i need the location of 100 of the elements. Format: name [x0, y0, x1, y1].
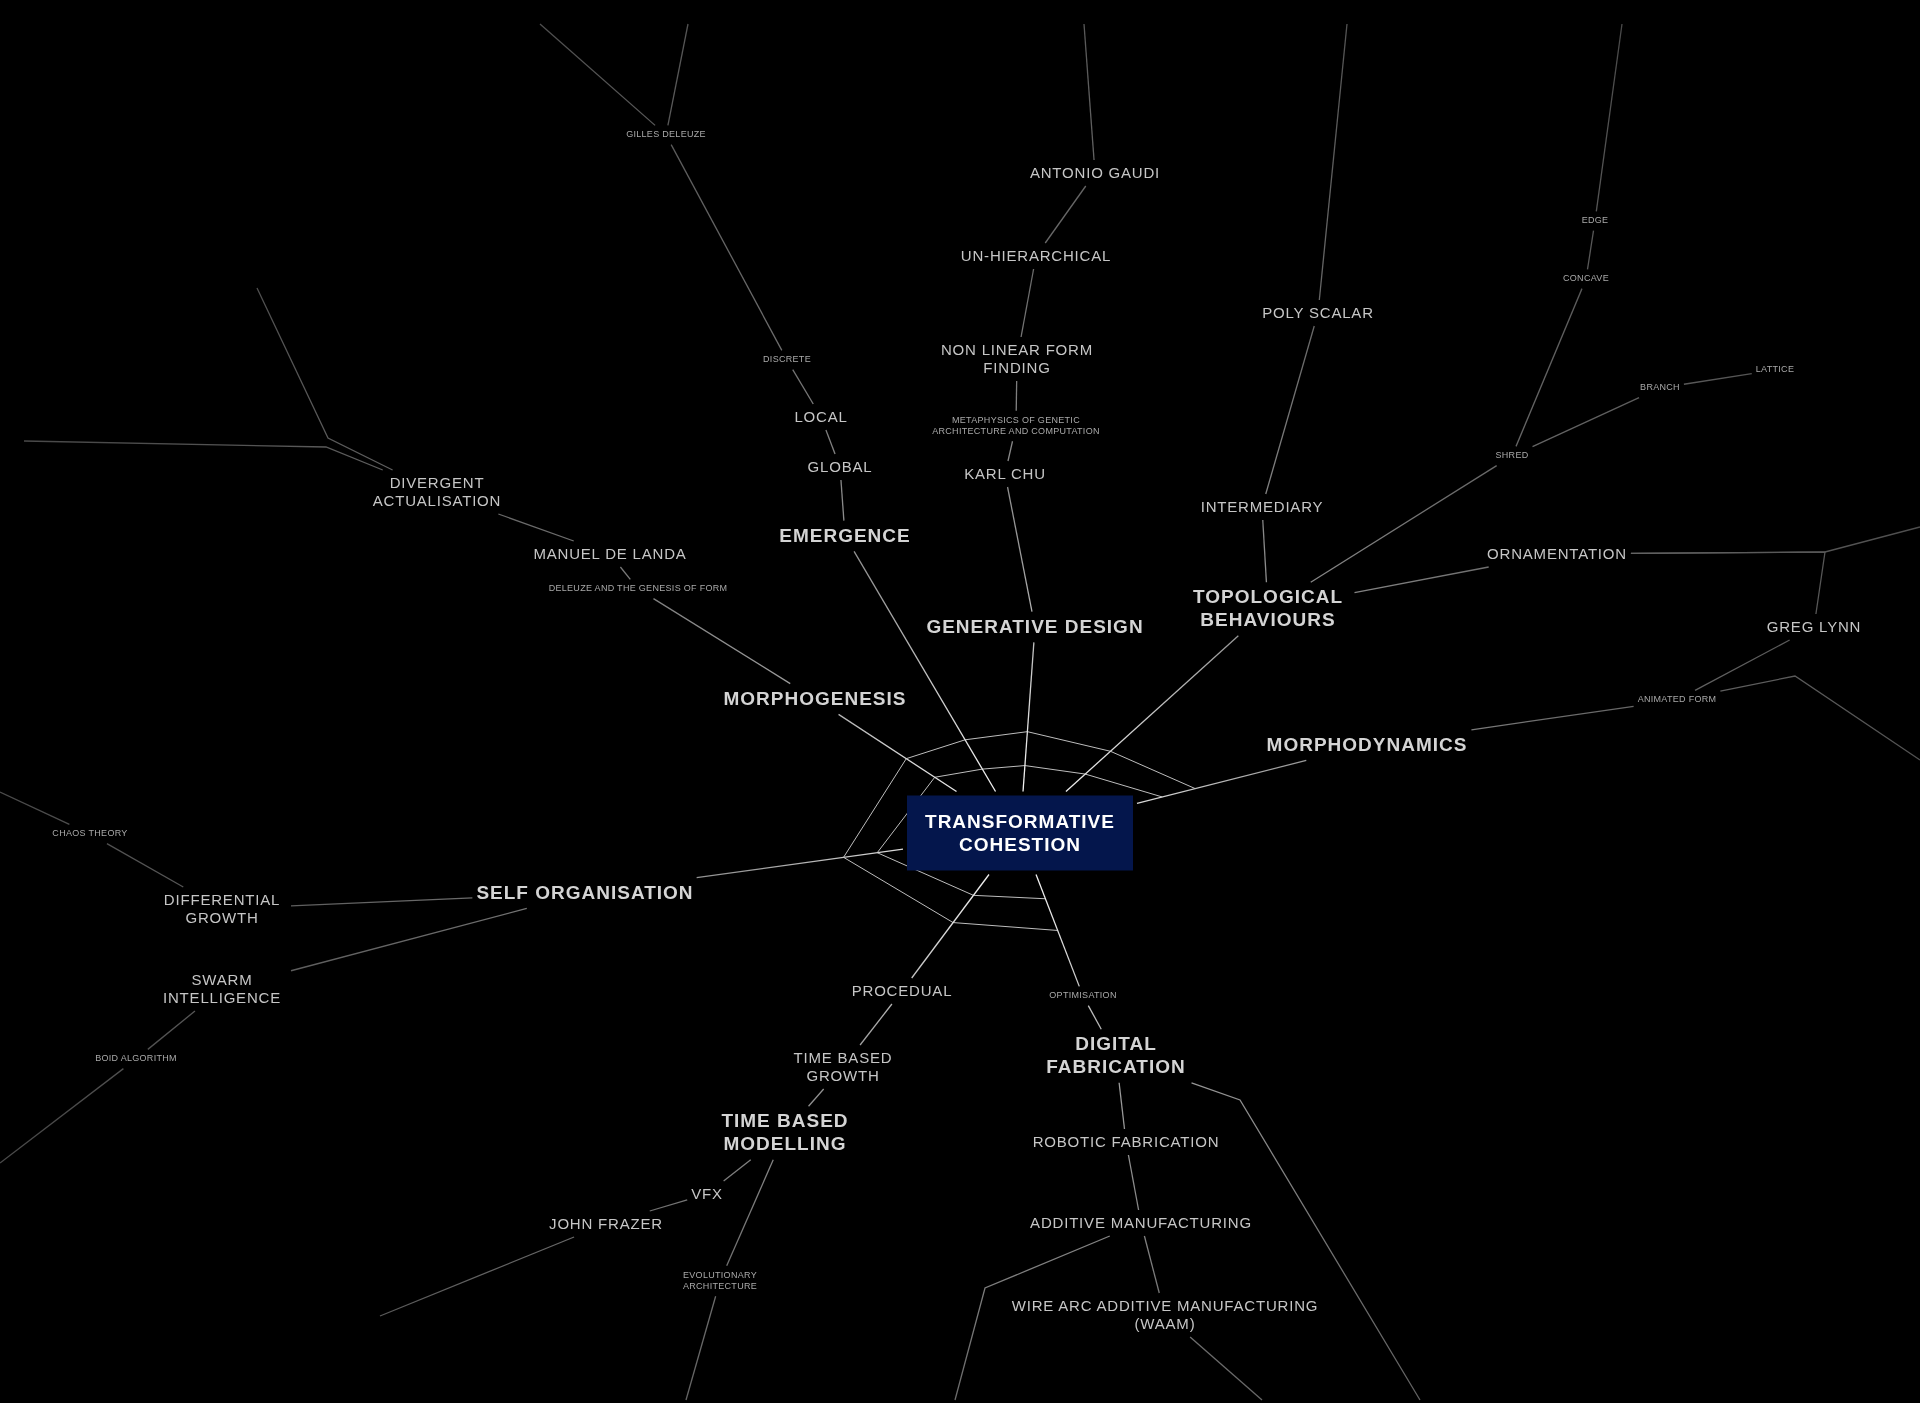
- connector-line: [1470, 705, 1635, 731]
- concept-label: LOCAL: [794, 408, 848, 426]
- topic-label: GENERATIVE DESIGN: [926, 615, 1144, 639]
- concept-label: ORNAMENTATION: [1487, 545, 1627, 563]
- concept-label: ANTONIO GAUDI: [1029, 164, 1161, 182]
- keyword-label: CONCAVE: [1563, 273, 1609, 285]
- connector-line: [1630, 551, 1826, 615]
- connector-line: [954, 1235, 1111, 1401]
- central-topic-box: TRANSFORMATIVE COHESTION: [907, 795, 1133, 871]
- connector-line: [619, 566, 631, 581]
- connector-line: [807, 1088, 825, 1107]
- connector-line: [1586, 230, 1595, 271]
- connector-line: [840, 479, 845, 522]
- topic-label: SELF ORGANISATION: [476, 881, 694, 905]
- keyword-label: BOID ALGORITHM: [95, 1053, 177, 1065]
- connector-line: [837, 713, 958, 793]
- topic-label: MORPHODYNAMICS: [1266, 733, 1468, 757]
- topic-label: MORPHOGENESIS: [723, 687, 907, 711]
- connector-line: [1087, 1005, 1102, 1030]
- connector-line: [859, 1003, 893, 1046]
- connector-line: [1694, 639, 1791, 692]
- concept-label: DIFFERENTIAL GROWTH: [157, 891, 287, 927]
- concept-label: POLY SCALAR: [1262, 304, 1374, 322]
- concept-label: UN-HIERARCHICAL: [960, 247, 1112, 265]
- connector-line: [911, 873, 990, 979]
- concept-label: MANUEL DE LANDA: [533, 545, 687, 563]
- concept-label: JOHN FRAZER: [549, 1215, 663, 1233]
- connector-line: [290, 897, 474, 907]
- connector-line: [696, 848, 904, 879]
- connector-line: [853, 550, 997, 793]
- connector-line: [1083, 23, 1095, 161]
- connector-line: [1007, 440, 1014, 462]
- connector-line: [1015, 380, 1018, 412]
- connector-line: [497, 513, 575, 542]
- connector-line: [1189, 1336, 1263, 1401]
- connector-line: [256, 287, 394, 471]
- connector-line: [1022, 641, 1035, 793]
- connector-line: [1595, 23, 1623, 213]
- concept-label: ADDITIVE MANUFACTURING: [1030, 1214, 1252, 1232]
- concept-label: GREG LYNN: [1766, 618, 1862, 636]
- connector-line: [1020, 268, 1035, 338]
- keyword-label: DISCRETE: [763, 354, 811, 366]
- connector-line: [667, 23, 689, 127]
- connector-line: [1035, 873, 1080, 988]
- concept-label: VFX: [691, 1185, 723, 1203]
- keyword-label: SHRED: [1495, 450, 1529, 462]
- connector-line: [1719, 675, 1920, 761]
- connector-line: [1515, 288, 1583, 448]
- connector-line: [726, 1159, 774, 1267]
- connector-line: [23, 440, 384, 471]
- connector-line: [0, 791, 71, 826]
- keyword-label: BRANCH: [1640, 382, 1680, 394]
- concept-label: WIRE ARC ADDITIVE MANUFACTURING (WAAM): [1000, 1297, 1330, 1333]
- connector-line: [1353, 566, 1490, 594]
- keyword-label: OPTIMISATION: [1049, 990, 1117, 1002]
- concept-label: GLOBAL: [807, 458, 873, 476]
- keyword-label: EVOLUTIONARY ARCHITECTURE: [677, 1269, 763, 1293]
- connector-line: [1683, 373, 1753, 385]
- connector-line: [1044, 185, 1087, 244]
- connector-line: [0, 1068, 125, 1164]
- keyword-label: ANIMATED FORM: [1637, 694, 1717, 706]
- connector-line: [1127, 1154, 1140, 1211]
- connector-line: [652, 598, 791, 685]
- connector-line: [1262, 519, 1268, 583]
- connector-line: [1065, 635, 1239, 793]
- connector-line: [1318, 23, 1348, 301]
- connector-line: [792, 369, 814, 405]
- keyword-label: METAPHYSICS OF GENETIC ARCHITECTURE AND COMPUTATION: [926, 414, 1106, 438]
- connector-line: [1143, 1235, 1160, 1294]
- connector-line: [1006, 486, 1033, 613]
- connector-line: [649, 1199, 688, 1212]
- connector-line: [670, 144, 783, 352]
- keyword-label: EDGE: [1581, 215, 1609, 227]
- connector-line: [685, 1295, 717, 1401]
- connector-line: [106, 843, 184, 888]
- topic-label: EMERGENCE: [779, 524, 911, 548]
- topic-label: TIME BASED MODELLING: [715, 1110, 855, 1156]
- connector-line: [1118, 1082, 1126, 1130]
- connector-line: [539, 23, 656, 127]
- concept-label: ROBOTIC FABRICATION: [1032, 1133, 1220, 1151]
- topic-label: DIGITAL FABRICATION: [1038, 1033, 1194, 1079]
- keyword-label: LATTICE: [1755, 364, 1795, 376]
- keyword-label: GILLES DELEUZE: [626, 129, 706, 141]
- topic-label: TOPOLOGICAL BEHAVIOURS: [1185, 586, 1351, 632]
- concept-label: KARL CHU: [964, 465, 1046, 483]
- keyword-label: DELEUZE AND THE GENESIS OF FORM: [548, 583, 728, 595]
- connector-line: [1531, 397, 1640, 448]
- concept-label: INTERMEDIARY: [1200, 498, 1324, 516]
- concept-label: PROCEDUAL: [851, 982, 953, 1000]
- connector-line: [379, 1236, 575, 1317]
- connector-line: [1265, 325, 1315, 495]
- connector-line: [290, 907, 528, 972]
- connector-line: [722, 1159, 752, 1182]
- connector-line: [147, 1010, 196, 1051]
- concept-label: SWARM INTELLIGENCE: [157, 971, 287, 1007]
- connector-line: [1136, 759, 1307, 804]
- concept-label: NON LINEAR FORM FINDING: [934, 341, 1100, 377]
- keyword-label: CHAOS THEORY: [52, 828, 128, 840]
- connector-line: [1310, 465, 1498, 583]
- concept-label: TIME BASED GROWTH: [785, 1049, 901, 1085]
